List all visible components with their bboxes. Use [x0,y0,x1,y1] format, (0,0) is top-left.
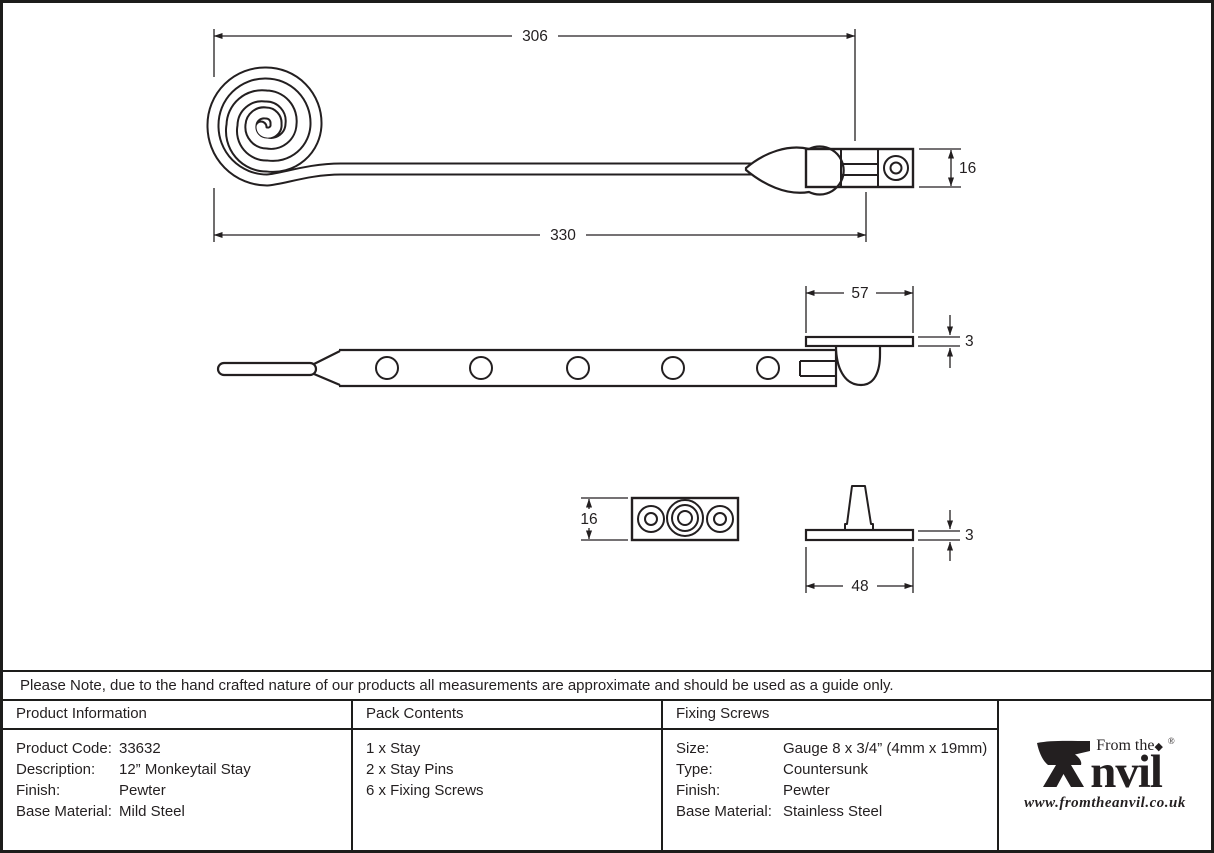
logo-diamond: ◆ [1154,740,1163,753]
pin-cone [844,485,874,531]
dimension-3-pin [918,510,960,561]
stay-end-notch [799,360,836,377]
stay-eye [744,145,845,196]
dim-label-3-plate: 3 [965,333,974,350]
product-code-label: Product Code: [16,740,112,757]
note-text: Please Note, due to the hand crafted nat… [20,677,894,694]
logo-brand-text: nvil [1090,745,1163,798]
screw-type-label: Type: [676,761,713,778]
measurement-note: Please Note, due to the hand crafted nat… [3,670,1211,701]
dimension-330 [213,188,867,243]
dim-label-3-pin: 3 [965,527,974,544]
pack-item-stay: 1 x Stay [366,740,421,757]
dim-label-48: 48 [851,578,868,595]
pivot-bracket [804,147,915,189]
product-information-column: Product Information Product Code: 33632 … [3,699,353,850]
finish-value: Pewter [119,782,166,799]
product-information-header: Product Information [3,699,351,730]
screw-material-row: Base Material: Stainless Steel [676,804,991,820]
screw-size-value: Gauge 8 x 3/4” (4mm x 19mm) [783,740,988,757]
fixing-screws-column: Fixing Screws Size: Gauge 8 x 3/4” (4mm … [663,699,999,850]
bracket-screw-hole [883,155,909,181]
stay-holes [375,356,780,380]
pack-item-fixing-screws: 6 x Fixing Screws [366,782,484,799]
finish-label: Finish: [16,782,61,799]
technical-drawing: 306 330 16 57 3 16 3 48 [206,28,976,595]
product-code-value: 33632 [119,740,161,757]
registered-mark: ® [1167,735,1175,746]
base-material-label: Base Material: [16,803,112,820]
screw-finish-value: Pewter [783,782,830,799]
stay-arm-inner [208,68,808,185]
from-the-anvil-logo: From the ◆ ® nvil www.fromtheanvil.co.uk [1014,736,1196,812]
screw-type-row: Type: Countersunk [676,762,991,778]
description-label: Description: [16,761,96,778]
dim-label-16-keep: 16 [580,511,597,528]
base-material-row: Base Material: Mild Steel [16,804,345,820]
description-value: 12” Monkeytail Stay [119,761,251,778]
dimension-16-keep [576,497,628,541]
brand-logo-cell: From the ◆ ® nvil www.fromtheanvil.co.uk [999,699,1211,850]
screw-size-row: Size: Gauge 8 x 3/4” (4mm x 19mm) [676,741,991,757]
pack-contents-column: Pack Contents 1 x Stay 2 x Stay Pins 6 x… [353,699,663,850]
description-row: Description: 12” Monkeytail Stay [16,762,345,778]
stay-bar [339,348,838,388]
stay-pin-side-view [804,485,960,594]
screw-type-value: Countersunk [783,761,869,778]
keep-plate-top-view [576,496,740,542]
screw-size-label: Size: [676,740,710,757]
stay-side-view [216,285,960,388]
pack-contents-header: Pack Contents [353,699,661,730]
dimension-16-bracket [919,148,961,188]
screw-material-value: Stainless Steel [783,803,883,820]
dimension-306 [213,28,856,141]
dim-label-330: 330 [550,227,576,244]
dim-label-16-bracket: 16 [959,160,976,177]
dimension-57 [805,285,914,333]
product-code-row: Product Code: 33632 [16,741,345,757]
pin-base-plate [804,528,915,542]
screw-material-label: Base Material: [676,803,772,820]
screw-finish-label: Finish: [676,782,721,799]
bracket-hook [834,345,882,387]
logo-prefix: From the [1096,736,1155,754]
anvil-icon [1037,740,1091,787]
dimension-3-plate [918,315,960,368]
dimension-48 [805,547,914,594]
keep-plate-holes [637,499,734,537]
spec-table: Product Information Product Code: 33632 … [3,699,1211,850]
stay-tail [216,361,318,377]
dim-label-57: 57 [851,285,868,302]
screw-finish-row: Finish: Pewter [676,783,991,799]
dim-label-306: 306 [522,28,548,45]
bracket-plate-side [804,335,915,348]
base-material-value: Mild Steel [119,803,185,820]
logo-website: www.fromtheanvil.co.uk [1024,794,1186,811]
fixing-screws-header: Fixing Screws [663,699,997,730]
pack-item-stay-pins: 2 x Stay Pins [366,761,454,778]
finish-row: Finish: Pewter [16,783,345,799]
stay-top-view [206,28,961,243]
